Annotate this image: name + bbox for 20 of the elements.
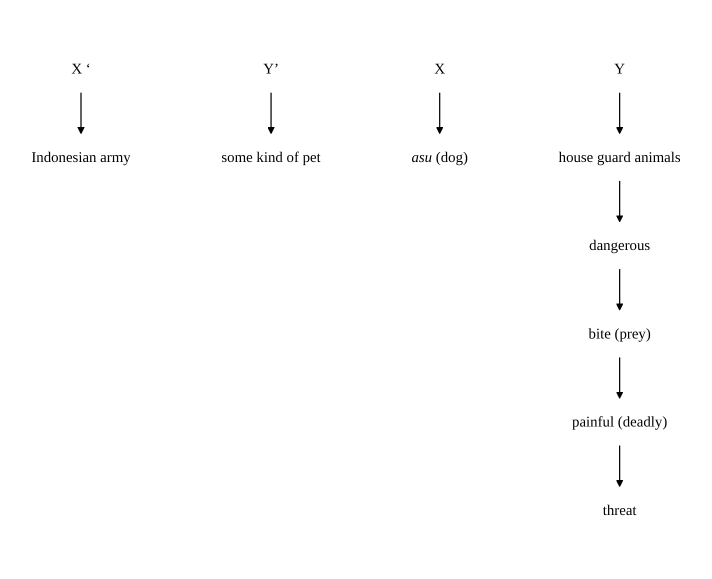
node-text: dangerous [589, 236, 650, 254]
arrow [616, 180, 624, 222]
node-text: bite (prey) [588, 324, 651, 342]
node-text: house guard animals [558, 148, 681, 165]
node-text: X [434, 60, 446, 77]
node-text: X ‘ [71, 60, 91, 77]
node-text: threat [602, 501, 637, 518]
node-text: asu (dog) [411, 148, 468, 165]
arrow [616, 268, 624, 310]
node-text: painful (deadly) [572, 413, 668, 430]
node-text: Indonesian army [31, 148, 131, 165]
arrow [77, 92, 85, 134]
arrow [436, 92, 444, 134]
arrow [616, 445, 624, 487]
arrow [616, 92, 624, 134]
node-text: some kind of pet [221, 148, 321, 165]
arrow [616, 357, 624, 399]
node-text: Y’ [263, 60, 279, 77]
arrow [267, 92, 275, 134]
node-text: Y [614, 60, 626, 77]
